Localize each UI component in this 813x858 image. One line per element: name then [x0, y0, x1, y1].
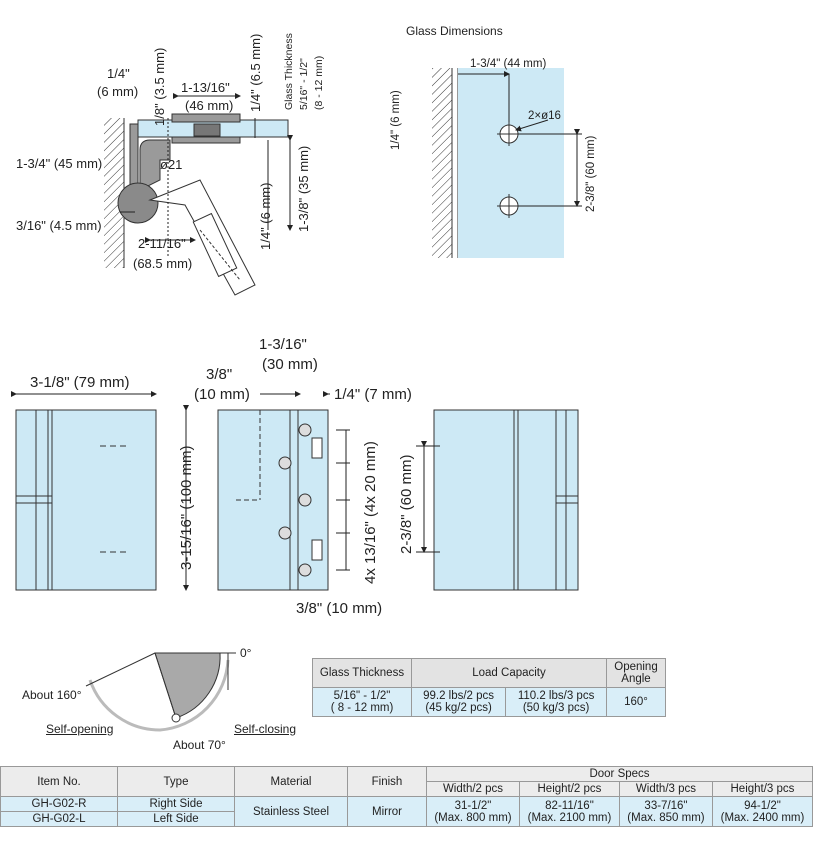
glass-thickness-label: Glass Thickness — [283, 33, 295, 110]
item-no-header: Item No. — [0, 766, 118, 797]
material-cell: Stainless Steel — [234, 796, 348, 827]
hole-spacing-label: 4x 13/16" (4x 20 mm) — [362, 441, 379, 584]
width-3pcs-header: Width/3 pcs — [618, 781, 713, 797]
base-left-label: 3/16" (4.5 mm) — [16, 218, 102, 233]
gap-top-mm-label: (6 mm) — [97, 84, 139, 99]
about-70-label: About 70° — [173, 738, 226, 752]
width-2pcs-header: Width/2 pcs — [426, 781, 520, 797]
left-offset-mm-label: (10 mm) — [194, 386, 250, 403]
top-offset-label: 1-3/16" — [259, 336, 307, 353]
pivot-diameter-label: ø21 — [160, 157, 183, 172]
finish-header: Finish — [347, 766, 427, 797]
load-capacity-table: Glass Thickness Load Capacity Opening An… — [312, 658, 666, 717]
type-cell: Right Side — [117, 796, 235, 812]
glass-holes-label: 2×ø16 — [528, 110, 561, 122]
material-header: Material — [234, 766, 348, 797]
glass-dimensions-drawing — [432, 68, 582, 258]
about-160-label: About 160° — [22, 688, 82, 702]
type-cell: Left Side — [117, 811, 235, 827]
self-closing-label: Self-closing — [234, 722, 297, 736]
front-view-middle — [217, 391, 350, 591]
side-view — [104, 93, 293, 296]
zero-degree-label: 0° — [240, 646, 252, 660]
height-left-label: 1-3/4" (45 mm) — [16, 156, 103, 171]
glass-edge-gap-label: 1/4" (6 mm) — [390, 90, 402, 150]
gap-top-label: 1/4" — [107, 66, 130, 81]
plate-thickness-label: 1/8" (3.5 mm) — [152, 47, 167, 126]
top-offset-mm-label: (30 mm) — [262, 356, 318, 373]
load-3pcs-cell: 110.2 lbs/3 pcs(50 kg/3 pcs) — [505, 687, 607, 717]
door-specs-header: Door Specs — [426, 766, 813, 782]
spec-table: Item No. Type Material Finish Door Specs… — [0, 766, 813, 827]
front-width-label: 3-1/8" (79 mm) — [30, 374, 130, 391]
base-width-label: 2-11/16" — [138, 236, 186, 251]
glass-thickness-header: Glass Thickness — [312, 658, 412, 688]
front-height-label: 3-15/16" (100 mm) — [178, 445, 195, 570]
front-view-right — [416, 409, 579, 591]
height-3pcs-header: Height/3 pcs — [711, 781, 813, 797]
pivot-right-label: 1-3/8" (35 mm) — [296, 145, 311, 232]
right-gap-label: 1/4" (7 mm) — [334, 386, 412, 403]
height-3pcs-cell: 94-1/2"(Max. 2400 mm) — [711, 796, 813, 827]
item-no-cell: GH-G02-L — [0, 811, 118, 827]
glass-thickness-mm-label: (8 - 12 mm) — [313, 55, 325, 110]
load-2pcs-cell: 99.2 lbs/2 pcs(45 kg/2 pcs) — [410, 687, 507, 717]
height-2pcs-cell: 82-11/16"(Max. 2100 mm) — [518, 796, 620, 827]
thickness-cell: 5/16" - 1/2"( 8 - 12 mm) — [312, 687, 412, 717]
width-mm-label: (46 mm) — [185, 98, 234, 113]
opening-angle-diagram — [85, 652, 236, 732]
opening-angle-header: Opening Angle — [606, 658, 666, 688]
width-2pcs-cell: 31-1/2"(Max. 800 mm) — [426, 796, 520, 827]
base-width-mm-label: (68.5 mm) — [133, 256, 193, 271]
glass-thickness-range-label: 5/16" - 1/2" — [298, 58, 310, 110]
finish-cell: Mirror — [347, 796, 427, 827]
item-no-cell: GH-G02-R — [0, 796, 118, 812]
width-label: 1-13/16" — [181, 80, 230, 95]
glass-top-offset-label: 1-3/4" (44 mm) — [470, 58, 547, 70]
glass-dimensions-title: Glass Dimensions — [406, 24, 503, 38]
left-offset-label: 3/8" — [206, 366, 233, 383]
lower-gap-label: 1/4" (6 mm) — [258, 182, 273, 250]
self-opening-label: Self-opening — [46, 722, 114, 736]
height-2pcs-header: Height/2 pcs — [518, 781, 620, 797]
glass-hole-spacing-label: 2-3/8" (60 mm) — [585, 135, 597, 212]
depth-right-label: 1/4" (6.5 mm) — [248, 33, 263, 112]
front-view-left — [11, 391, 189, 591]
width-3pcs-cell: 33-7/16"(Max. 850 mm) — [618, 796, 713, 827]
hole-pitch-label: 2-3/8" (60 mm) — [398, 454, 415, 554]
load-capacity-header: Load Capacity — [411, 658, 607, 688]
bottom-gap-label: 3/8" (10 mm) — [296, 600, 383, 617]
angle-cell: 160° — [606, 687, 666, 717]
type-header: Type — [117, 766, 235, 797]
